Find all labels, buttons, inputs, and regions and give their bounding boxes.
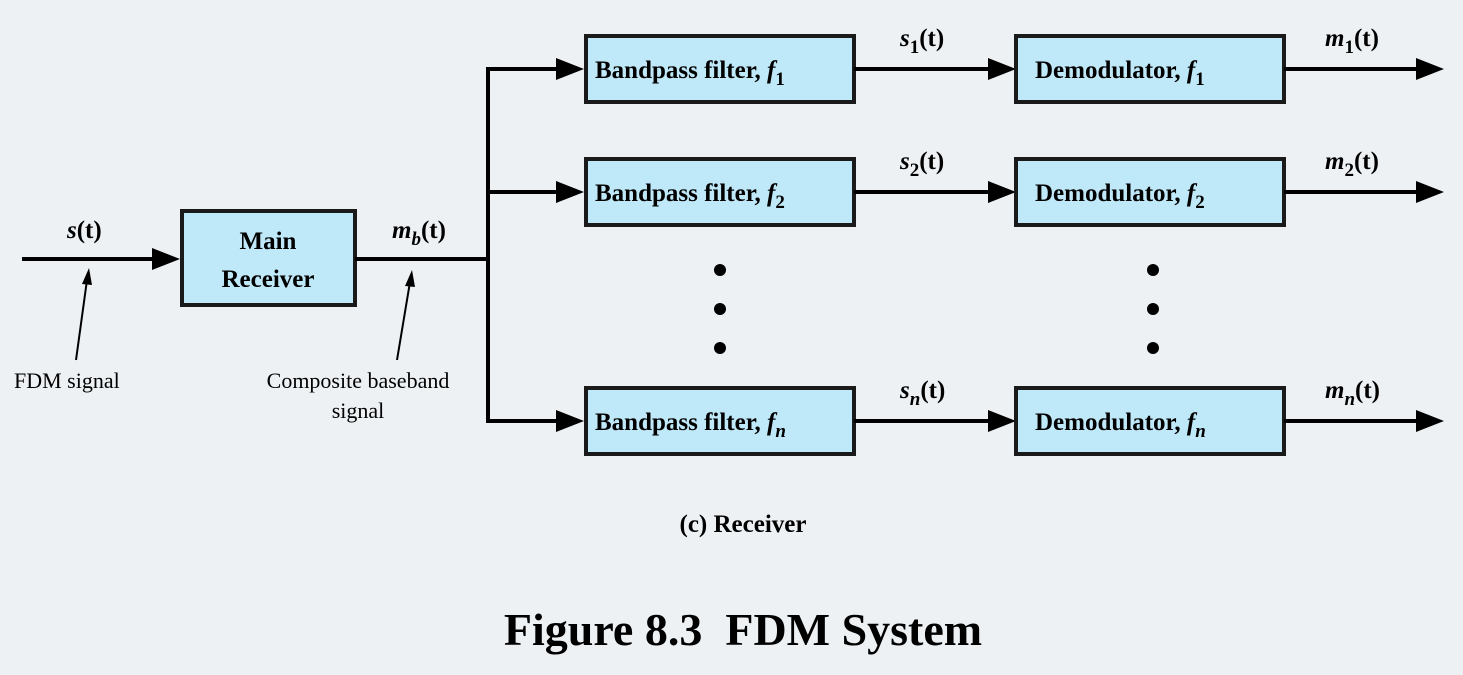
channel-1-output-arrowhead	[1416, 58, 1444, 80]
bandpass-filter-n-box	[584, 386, 856, 456]
channel-1-signal-label: s1(t)	[899, 25, 944, 58]
fdm-note-pointer	[75, 279, 88, 361]
composite-note-pointer	[396, 281, 411, 361]
filter-1-arrowhead	[556, 58, 584, 80]
demodulator-n-label: Demodulator, fn	[1035, 409, 1206, 442]
ellipsis-dot	[714, 303, 726, 315]
demodulator-2-box	[1014, 157, 1286, 227]
main-receiver-label-2: Receiver	[222, 266, 315, 293]
channel-2-output-label: m2(t)	[1325, 148, 1379, 181]
composite-signal-label: mb(t)	[392, 217, 446, 250]
channel-n-output-arrowhead	[1416, 410, 1444, 432]
input-arrowhead	[152, 248, 180, 270]
demod-1-arrowhead	[988, 58, 1016, 80]
channel-1-output-label: m1(t)	[1325, 25, 1379, 58]
bandpass-filter-n-label: Bandpass filter, fn	[595, 409, 786, 442]
main-receiver-label-1: Main	[240, 228, 297, 255]
channel-n-signal-label: sn(t)	[899, 377, 945, 410]
subfigure-caption: (c) Receiver	[680, 511, 807, 538]
demod-n-arrowhead	[988, 410, 1016, 432]
filter-2-arrowhead	[556, 181, 584, 203]
ellipsis-dot	[1147, 264, 1159, 276]
filter-n-arrowhead	[556, 410, 584, 432]
bandpass-filter-2-label: Bandpass filter, f2	[595, 180, 785, 213]
fdm-signal-note: FDM signal	[14, 368, 120, 393]
demodulator-n-box	[1014, 386, 1286, 456]
ellipsis-dot	[1147, 303, 1159, 315]
figure-title: Figure 8.3 FDM System	[504, 604, 982, 655]
demodulator-1-box	[1014, 34, 1286, 104]
bandpass-filter-1-box	[584, 34, 856, 104]
channel-2-output-arrowhead	[1416, 181, 1444, 203]
channel-n-output-label: mn(t)	[1325, 377, 1380, 410]
bandpass-filter-2-box	[584, 157, 856, 227]
composite-note-line-1: Composite baseband	[267, 368, 450, 393]
demodulator-1-label: Demodulator, f1	[1035, 57, 1205, 90]
composite-note-line-2: signal	[332, 398, 385, 423]
bandpass-filter-1-label: Bandpass filter, f1	[595, 57, 785, 90]
composite-note-pointer-head	[405, 270, 415, 287]
demodulator-2-label: Demodulator, f2	[1035, 180, 1205, 213]
demod-2-arrowhead	[988, 181, 1016, 203]
channel-2-signal-label: s2(t)	[899, 148, 944, 181]
ellipsis-dot	[1147, 342, 1159, 354]
fdm-note-pointer-head	[82, 268, 92, 285]
input-signal-label: s(t)	[66, 217, 102, 244]
ellipsis-dot	[714, 342, 726, 354]
ellipsis-dot	[714, 264, 726, 276]
